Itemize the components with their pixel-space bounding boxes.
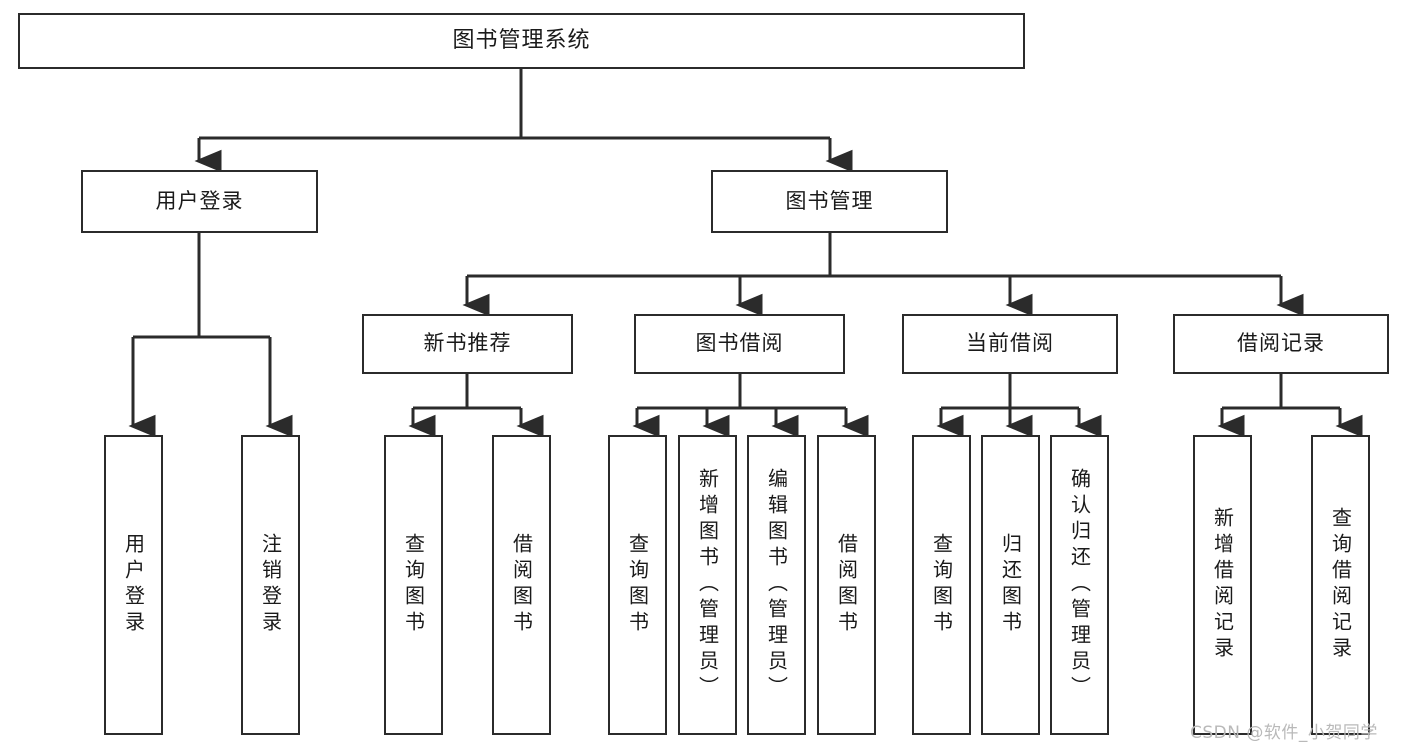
node-label: 新增图书（管理员） xyxy=(695,468,720,702)
node-label: 图书借阅 xyxy=(695,331,784,356)
leaf-query-book-recommend[interactable]: 查询图书 xyxy=(384,435,443,735)
node-label: 确认归还（管理员） xyxy=(1067,468,1092,702)
node-label: 借阅图书 xyxy=(509,533,534,637)
leaf-add-book[interactable]: 新增图书（管理员） xyxy=(678,435,737,735)
leaf-edit-book[interactable]: 编辑图书（管理员） xyxy=(747,435,806,735)
leaf-query-borrow-record[interactable]: 查询借阅记录 xyxy=(1311,435,1370,735)
node-book-manage[interactable]: 图书管理 xyxy=(711,170,948,233)
node-label: 图书管理 xyxy=(785,188,874,213)
node-label: 新增借阅记录 xyxy=(1210,507,1235,663)
leaf-logout-login[interactable]: 注销登录 xyxy=(241,435,300,735)
node-label: 查询图书 xyxy=(625,533,650,637)
leaf-user-login[interactable]: 用户登录 xyxy=(104,435,163,735)
leaf-query-book-borrow[interactable]: 查询图书 xyxy=(608,435,667,735)
node-label: 注销登录 xyxy=(258,533,283,637)
node-book-borrow[interactable]: 图书借阅 xyxy=(634,314,845,374)
csdn-watermark: CSDN @软件_小贺同学 xyxy=(1190,723,1378,743)
leaf-query-book-current[interactable]: 查询图书 xyxy=(912,435,971,735)
leaf-add-borrow-record[interactable]: 新增借阅记录 xyxy=(1193,435,1252,735)
node-label: 借阅记录 xyxy=(1237,331,1325,356)
node-label: 查询图书 xyxy=(929,533,954,637)
leaf-return-book[interactable]: 归还图书 xyxy=(981,435,1040,735)
leaf-confirm-return[interactable]: 确认归还（管理员） xyxy=(1050,435,1109,735)
node-label: 当前借阅 xyxy=(966,331,1054,356)
node-label: 用户登录 xyxy=(155,188,244,213)
node-user-login[interactable]: 用户登录 xyxy=(81,170,318,233)
leaf-borrow-book[interactable]: 借阅图书 xyxy=(817,435,876,735)
node-new-book-recommend[interactable]: 新书推荐 xyxy=(362,314,573,374)
node-current-borrow[interactable]: 当前借阅 xyxy=(902,314,1118,374)
node-label: 编辑图书（管理员） xyxy=(764,468,789,702)
node-label: 新书推荐 xyxy=(423,331,512,356)
leaf-borrow-book-recommend[interactable]: 借阅图书 xyxy=(492,435,551,735)
node-label: 查询图书 xyxy=(401,533,426,637)
node-root-system[interactable]: 图书管理系统 xyxy=(18,13,1025,69)
node-label: 查询借阅记录 xyxy=(1328,507,1353,663)
node-borrow-record[interactable]: 借阅记录 xyxy=(1173,314,1389,374)
node-label: 图书管理系统 xyxy=(452,27,591,53)
node-label: 归还图书 xyxy=(998,533,1023,637)
node-label: 用户登录 xyxy=(121,533,146,637)
node-label: 借阅图书 xyxy=(834,533,859,637)
